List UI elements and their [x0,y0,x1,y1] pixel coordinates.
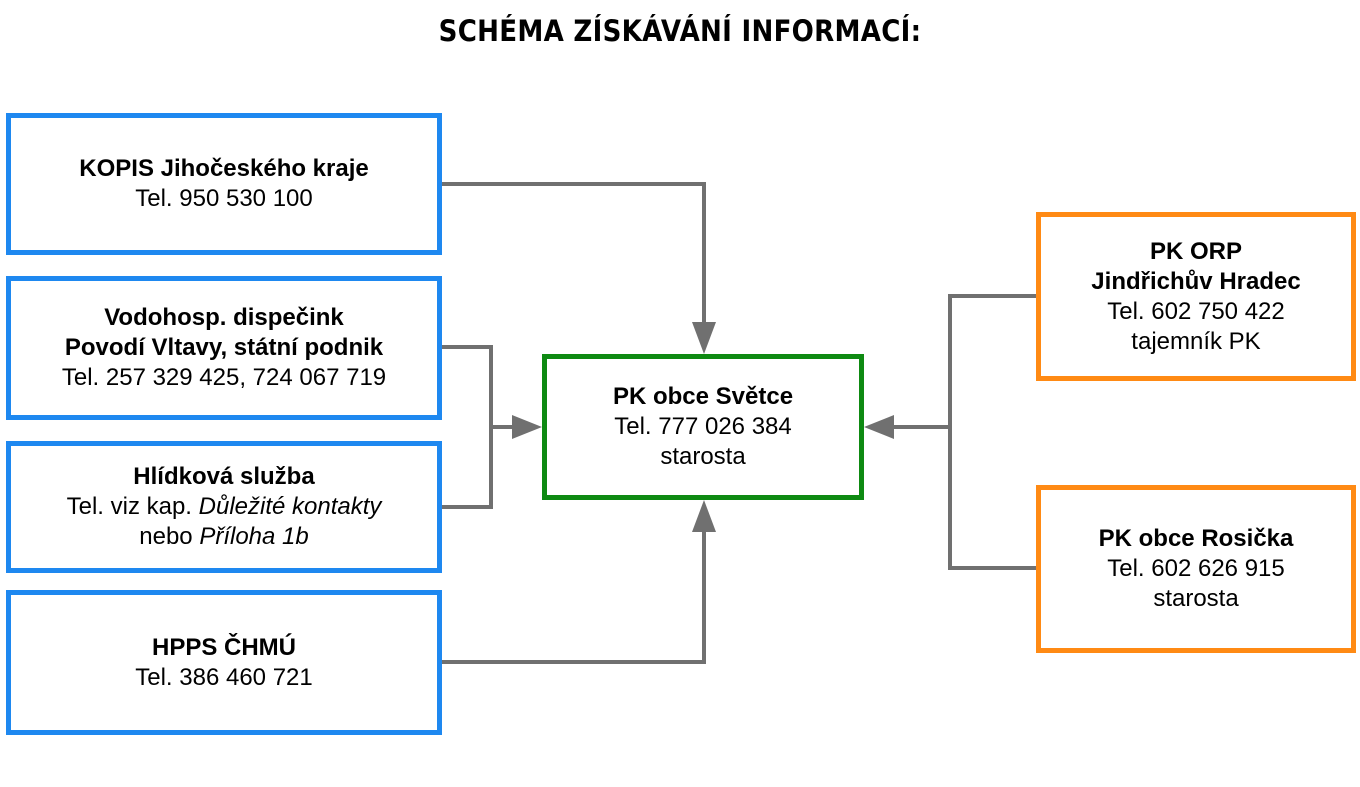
kopis-tel: Tel. 950 530 100 [135,185,313,212]
center-box: PK obce Světce Tel. 777 026 384 starosta [542,354,864,500]
center-name: PK obce Světce [612,383,794,410]
vodohosp-name-1: Vodohosp. dispečink [104,304,344,331]
hpps-name: HPPS ČHMÚ [151,633,296,661]
center-tel: Tel. 777 026 384 [614,413,792,440]
rosicka-tel: Tel. 602 626 915 [1107,555,1285,582]
connector-hpps [442,526,706,664]
center-role: starosta [660,443,746,470]
kopis-name: KOPIS Jihočeského kraje [79,155,369,182]
hpps-tel: Tel. 386 460 721 [135,663,313,691]
hlidkova-alt-prefix: nebo [139,523,200,550]
vodohosp-box: Vodohosp. dispečink Povodí Vltavy, státn… [6,276,442,420]
hlidkova-tel-line: Tel. viz kap. Důležité kontakty [67,492,382,522]
vodohosp-name-2: Povodí Vltavy, státní podnik [64,334,384,361]
hlidkova-tel-prefix: Tel. viz kap. [66,493,199,520]
connector-kopis [442,182,706,330]
hlidkova-tel-ref: Důležité kontakty [198,493,382,520]
connector-orp [948,294,1036,570]
rosicka-box: PK obce Rosička Tel. 602 626 915 starost… [1036,485,1356,653]
orp-tel: Tel. 602 750 422 [1107,297,1285,325]
arrowhead-down [692,322,716,354]
hlidkova-alt-ref: Příloha 1b [199,523,309,550]
rosicka-name: PK obce Rosička [1098,525,1294,552]
orp-name-2: Jindřichův Hradec [1091,267,1301,295]
rosicka-role: starosta [1153,585,1239,612]
kopis-box: KOPIS Jihočeského kraje Tel. 950 530 100 [6,113,442,255]
diagram-title: SCHÉMA ZÍSKÁVÁNÍ INFORMACÍ: [438,14,922,48]
hlidkova-name: Hlídková služba [133,463,315,490]
orp-name-1: PK ORP [1149,237,1242,265]
hlidkova-box: Hlídková služba Tel. viz kap. Důležité k… [6,441,442,573]
hlidkova-alt-line: nebo Příloha 1b [139,522,308,552]
arrowhead-left [864,415,894,439]
arrowhead-right [512,415,542,439]
vodohosp-tel: Tel. 257 329 425, 724 067 719 [61,364,387,391]
arrowhead-up [692,500,716,532]
orp-box: PK ORP Jindřichův Hradec Tel. 602 750 42… [1036,212,1356,381]
connector-vodohosp [442,345,493,509]
orp-role: tajemník PK [1131,327,1261,355]
hpps-box: HPPS ČHMÚ Tel. 386 460 721 [6,590,442,735]
